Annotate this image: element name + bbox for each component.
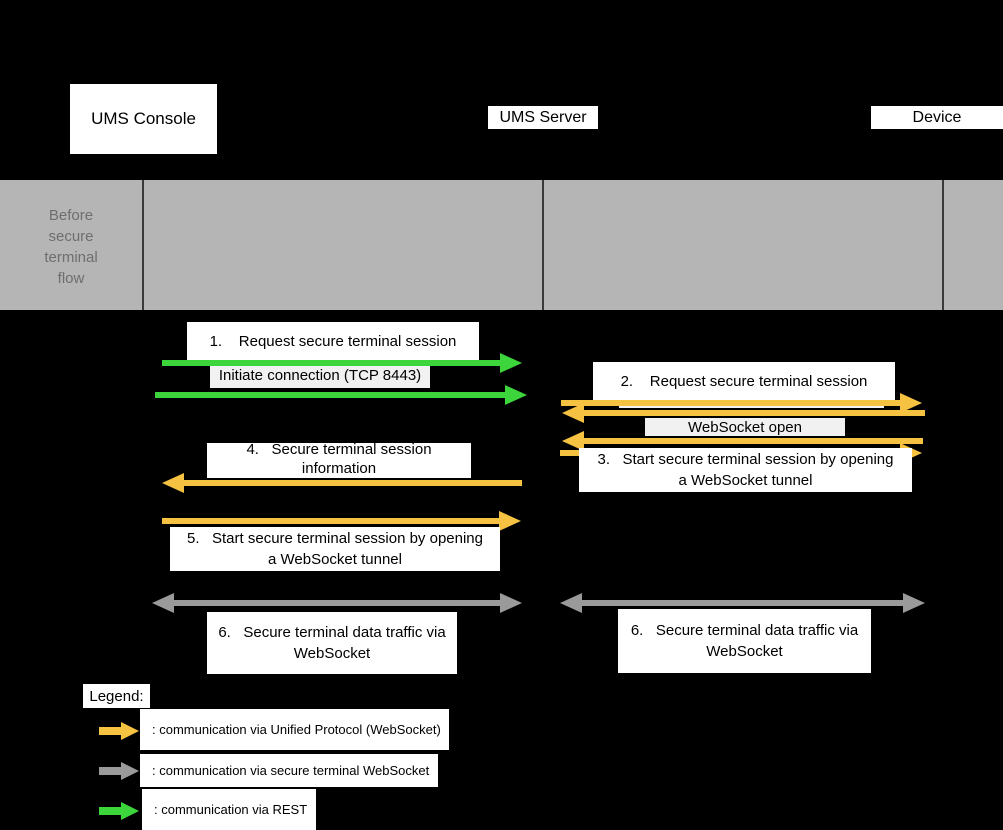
lifeline-server xyxy=(542,180,544,310)
step6-arrow-console-server xyxy=(152,593,522,613)
step1-label: 1. Request secure terminal session xyxy=(187,322,479,360)
lifeline-device xyxy=(942,180,944,310)
legend-label-unified-protocol: : communication via Unified Protocol (We… xyxy=(140,709,449,750)
legend-rest-arrow-icon xyxy=(99,802,139,820)
legend-title: Legend: xyxy=(83,684,150,708)
legend-label-secure-terminal-websocket: : communication via secure terminal WebS… xyxy=(140,754,438,787)
actor-device: Device xyxy=(871,106,1003,129)
step5-arrow-console-to-server xyxy=(162,511,521,531)
step1-arrow-console-to-server xyxy=(162,353,522,373)
band-row-label: Before secure terminal flow xyxy=(44,207,98,287)
step2-label: 2. Request secure terminal session xyxy=(593,362,895,400)
lifeline-console xyxy=(142,180,144,310)
step3-arrow-device-to-server xyxy=(562,431,923,451)
step3-label: 3. Start secure terminal session by open… xyxy=(579,448,912,492)
before-flow-band: Before secure terminal flow Initiate con… xyxy=(0,180,1003,483)
step6-arrow-server-device xyxy=(560,593,925,613)
legend-secure-ws-arrow-icon xyxy=(99,762,139,780)
actor-ums-server: UMS Server xyxy=(488,106,598,129)
message-label-initiate-connection-console: Initiate connection (TCP 8443) xyxy=(210,362,430,388)
legend-unified-arrow-icon xyxy=(99,722,139,740)
message-label-websocket-open: WebSocket open xyxy=(645,418,845,436)
arrow-console-to-server-rest xyxy=(155,385,527,405)
step4-arrow-server-to-console xyxy=(162,473,522,493)
arrow-device-to-server-unified xyxy=(562,403,925,423)
step5-label: 5. Start secure terminal session by open… xyxy=(170,527,500,571)
step2-arrow-server-to-device xyxy=(561,393,922,413)
actor-ums-console: UMS Console xyxy=(70,84,217,154)
step4-label: 4. Secure terminal session information xyxy=(207,443,471,478)
step6-left-label: 6. Secure terminal data traffic via WebS… xyxy=(207,612,457,674)
legend-label-rest: : communication via REST xyxy=(142,789,316,830)
step6-right-label: 6. Secure terminal data traffic via WebS… xyxy=(618,609,871,673)
